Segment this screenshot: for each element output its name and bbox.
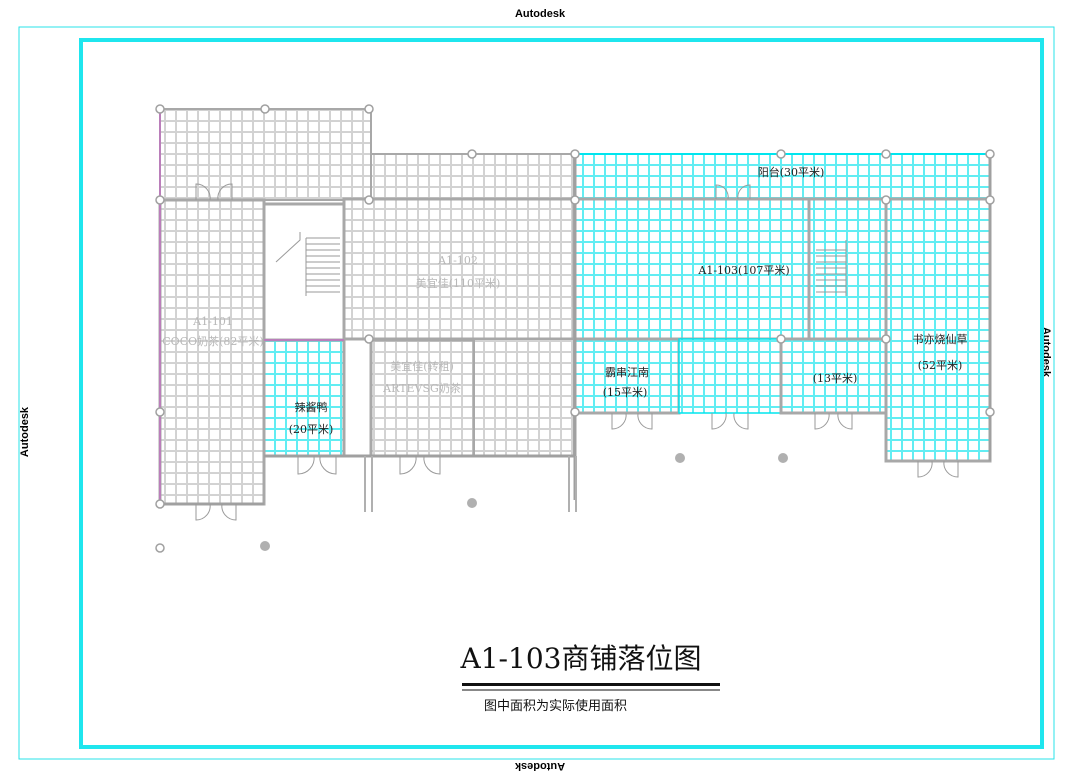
label-lajiaoya-area: (20平米)	[289, 423, 334, 436]
column-markers	[155, 104, 995, 553]
corridor-strip	[370, 153, 575, 200]
drawing-title: A1-103商铺落位图	[460, 642, 702, 675]
shop-a1-102	[342, 197, 576, 341]
shop-shuyi	[884, 197, 992, 463]
top-left-block	[159, 108, 372, 201]
label-bachuan-name: 霸串江南	[605, 366, 649, 379]
shop-lajiaoya	[262, 338, 346, 458]
label-lajiaoya: 辣酱鸭	[295, 400, 328, 414]
label-a1-102-name: 美宜佳(110平米)	[416, 276, 501, 290]
shop-a1-101	[158, 198, 266, 506]
stair-treads-right	[816, 240, 847, 296]
label-bachuan-area: (15平米)	[603, 386, 648, 399]
label-a1-102-code: A1-102	[437, 254, 478, 267]
label-shuyi-area: (52平米)	[918, 359, 963, 372]
shop-a1-103-lower	[678, 338, 782, 414]
label-meiyijia-transfer: 美宜佳(转租)	[390, 359, 454, 373]
watermark-top: Autodesk	[514, 8, 566, 20]
shop-a1-102-lower	[473, 338, 575, 457]
drawing-frame	[79, 38, 1044, 749]
label-shuyi-name: 书亦烧仙草	[913, 332, 968, 346]
stair-area-right	[807, 197, 888, 341]
entry-posts	[364, 456, 577, 512]
label-balcony: 阳台(30平米)	[758, 165, 825, 179]
label-13sqm: (13平米)	[813, 372, 858, 385]
outer-sheet-border	[18, 26, 1055, 760]
staircase-core	[262, 202, 346, 342]
doors	[195, 183, 959, 521]
shop-meiyijia-transfer	[369, 338, 476, 458]
label-a1-101-code: A1-101	[192, 315, 233, 328]
sprinkler-markers	[260, 453, 788, 551]
shop-a1-103	[573, 197, 811, 341]
stair-treads	[275, 232, 340, 296]
label-a1-101-name: COCO奶茶(82平米)	[162, 334, 263, 348]
title-underline-thick	[462, 683, 720, 686]
label-a1-103: A1-103(107平米)	[697, 264, 789, 277]
label-artevsg: ARTEVSG奶茶	[382, 381, 461, 395]
drawing-subtitle: 图中面积为实际使用面积	[484, 698, 627, 714]
